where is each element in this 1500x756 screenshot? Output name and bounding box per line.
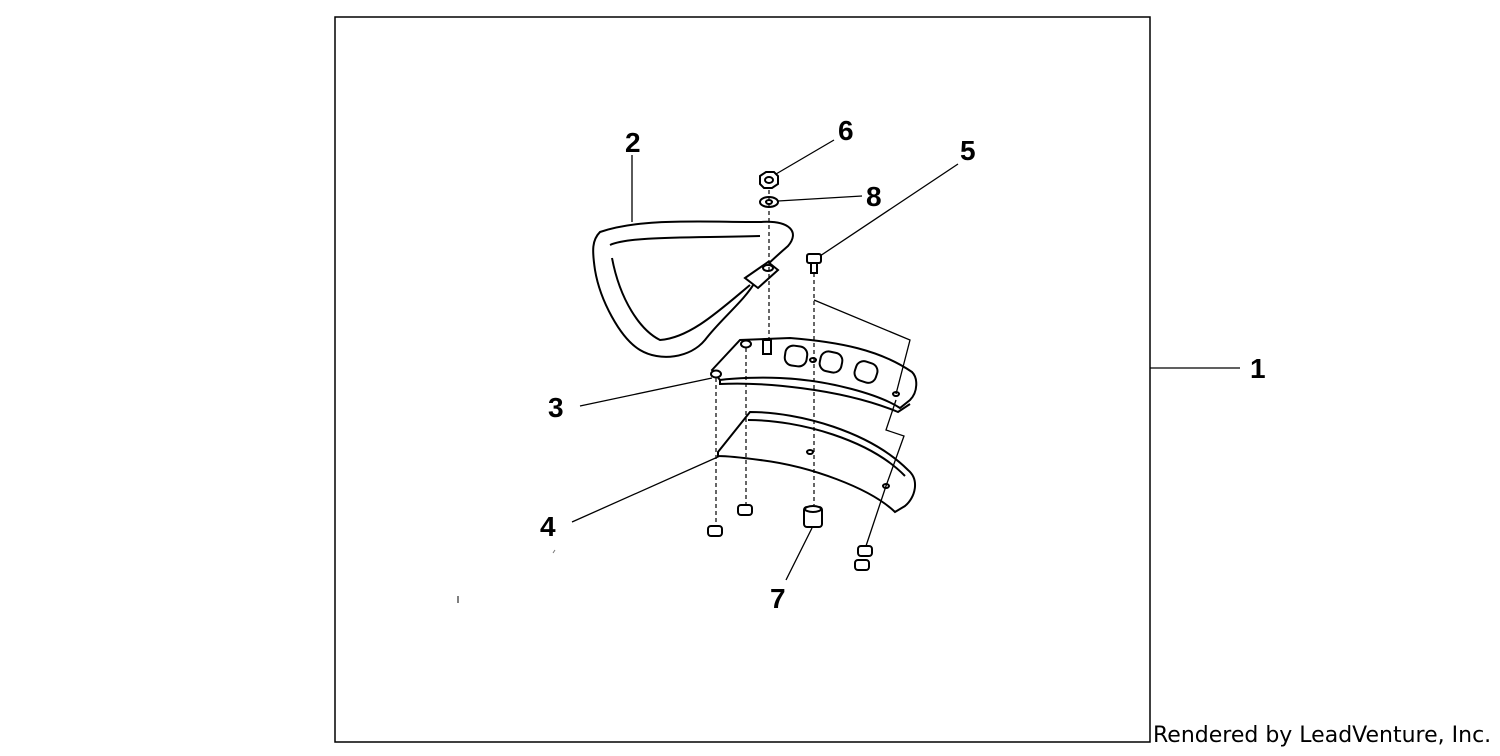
leader-3	[579, 377, 713, 407]
seat-part	[592, 220, 794, 358]
stud-part	[762, 339, 772, 355]
lower-plate-part	[717, 410, 916, 514]
callout-8: 8	[866, 181, 882, 212]
callout-2: 2	[625, 127, 641, 158]
stray-mark-2	[552, 549, 556, 554]
callout-3: 3	[548, 392, 564, 423]
leader-6	[775, 139, 835, 175]
callout-4: 4	[540, 511, 556, 542]
bolt-part	[806, 253, 822, 274]
callout-7: 7	[770, 583, 786, 614]
axis-right-lower	[865, 399, 905, 547]
spacer-part	[803, 505, 823, 528]
axis-right	[813, 299, 911, 395]
leader-7	[785, 527, 813, 581]
diagram-frame	[334, 16, 1151, 743]
callout-6: 6	[838, 115, 854, 146]
credit-text: Rendered by LeadVenture, Inc.	[1153, 723, 1492, 748]
callout-5: 5	[960, 135, 976, 166]
leader-8	[777, 195, 863, 202]
leader-5	[819, 163, 959, 257]
leader-4	[571, 455, 721, 523]
flange-nut-part	[759, 171, 779, 189]
bottom-nuts	[707, 504, 873, 571]
callout-1: 1	[1250, 353, 1266, 384]
